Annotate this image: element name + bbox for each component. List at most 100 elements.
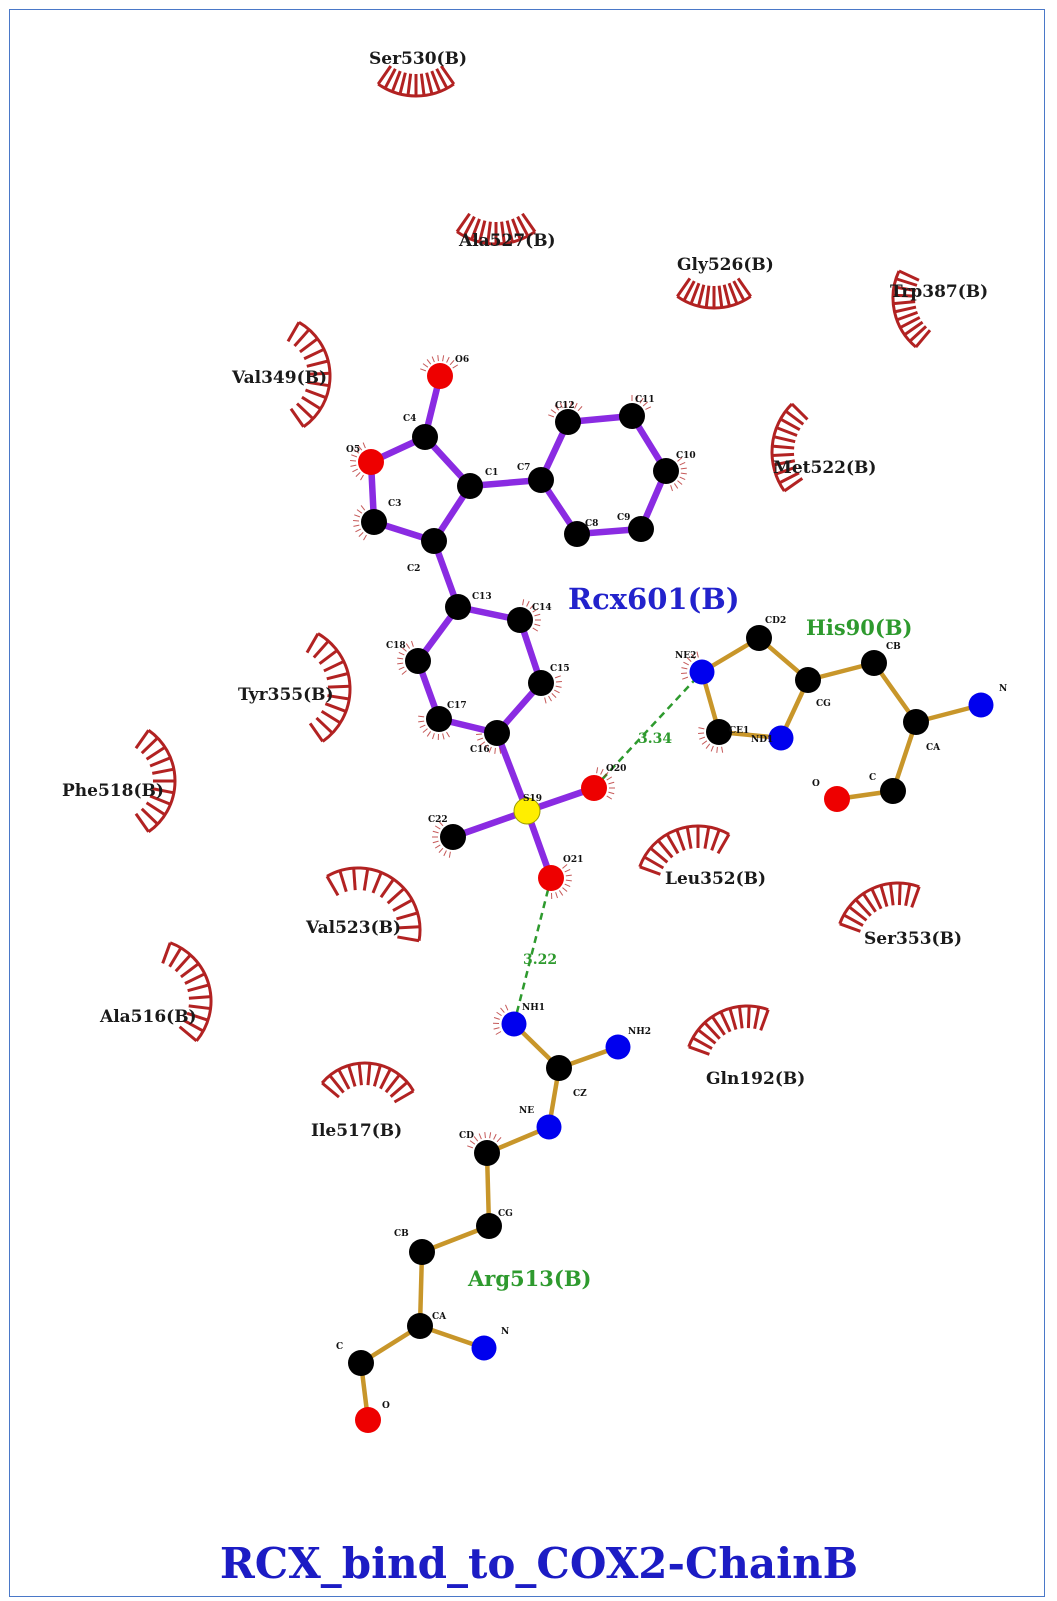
residue-his90b-atom-o xyxy=(824,786,850,812)
contact-spike xyxy=(304,388,327,400)
contact-spike xyxy=(704,285,711,308)
contact-spike xyxy=(347,1065,357,1087)
contact-spike xyxy=(732,280,746,302)
contact-spike xyxy=(187,983,210,993)
contact-starburst xyxy=(631,395,652,410)
contact-spike xyxy=(898,269,920,282)
ligand-atom-s19-label: S19 xyxy=(523,794,542,804)
contact-spike xyxy=(486,221,492,244)
contact-val349b xyxy=(286,321,332,429)
contact-spike xyxy=(879,884,889,907)
contact-spike xyxy=(327,684,351,689)
contact-spike xyxy=(180,962,200,979)
contact-spike xyxy=(790,402,809,421)
contact-starburst xyxy=(698,727,724,753)
contact-spike xyxy=(773,435,796,444)
ligand-atom-c11 xyxy=(619,403,645,429)
residue-his90b-atom-ce1 xyxy=(706,719,732,745)
contact-spike xyxy=(430,70,442,93)
contact-label-gln192b: Gln192(B) xyxy=(706,1069,805,1089)
residue-his90b-atom-o-label: O xyxy=(812,779,820,789)
contact-spike xyxy=(455,212,471,233)
ligand-atom-c14-label: C14 xyxy=(532,603,552,613)
residue-his90b-atom-cd2 xyxy=(746,625,772,651)
contact-spike xyxy=(722,284,731,307)
hbond-line-0 xyxy=(593,671,703,789)
contact-spike xyxy=(425,72,434,95)
contact-spike xyxy=(643,855,665,870)
contact-spike xyxy=(462,215,476,237)
contact-spike xyxy=(697,284,706,307)
contact-spike xyxy=(168,947,183,968)
residue-his90b-atom-ce1-label: CE1 xyxy=(729,726,749,736)
residue-his90b-atom-ca xyxy=(903,709,929,735)
contact-met522b xyxy=(770,402,809,493)
contact-spike xyxy=(307,371,331,376)
contact-spike xyxy=(894,305,917,314)
contact-spike xyxy=(406,73,413,96)
hbond-line-1 xyxy=(512,877,553,1025)
contact-spike xyxy=(379,1068,392,1090)
contact-spike xyxy=(366,1063,372,1086)
contact-spike xyxy=(505,220,514,243)
residue-his90b-atom-ca-label: CA xyxy=(926,743,941,753)
contact-ser353b xyxy=(838,881,921,933)
contact-starburst xyxy=(492,1004,509,1035)
ligand-atom-c8-label: C8 xyxy=(585,519,598,529)
contact-spike xyxy=(145,745,166,761)
contact-starburst xyxy=(418,715,450,741)
contact-spike xyxy=(178,1025,198,1043)
contact-spike xyxy=(899,316,921,329)
residue-his90b-atom-n xyxy=(968,692,994,718)
contact-spike xyxy=(711,1015,726,1036)
contact-spike xyxy=(772,444,795,450)
residue-his90b-atom-nd1-label: ND1 xyxy=(751,735,773,745)
contact-label-val349b: Val349(B) xyxy=(231,368,327,388)
contact-spike xyxy=(174,953,192,973)
contact-spike xyxy=(305,632,320,654)
ligand-atom-o20-label: O20 xyxy=(606,764,626,774)
residue-his90b-atom-ne2-label: NE2 xyxy=(675,651,696,661)
contact-spike xyxy=(862,892,877,913)
contact-spike xyxy=(893,300,916,306)
contact-spike xyxy=(318,649,339,665)
contact-spike xyxy=(784,409,805,426)
contact-spike xyxy=(478,220,487,243)
contact-spike xyxy=(772,459,796,467)
ligand-atom-c4-label: C4 xyxy=(403,414,416,424)
contact-spike xyxy=(389,1081,409,1098)
contact-spike xyxy=(315,716,334,735)
contact-spike xyxy=(161,942,172,964)
contact-spike xyxy=(435,68,449,89)
contact-spike xyxy=(323,660,345,673)
residue-arg513b-atom-cg xyxy=(476,1213,502,1239)
contact-label-tyr355b: Tyr355(B) xyxy=(238,685,334,705)
residue-label-his90: His90(B) xyxy=(806,615,913,640)
ligand-atom-c4 xyxy=(412,424,438,450)
contact-tyr355b xyxy=(305,632,352,743)
ligand-atom-c16-label: C16 xyxy=(470,745,490,755)
contact-spike xyxy=(779,417,801,432)
residue-arg513b-atom-ca-label: CA xyxy=(432,1312,447,1322)
contact-spike xyxy=(308,722,324,743)
residue-arg513b-atom-nh1-label: NH1 xyxy=(522,1003,545,1013)
contact-spike xyxy=(511,218,522,241)
residue-arg513b-atom-c xyxy=(348,1350,374,1376)
residue-arg513b-atom-nh1 xyxy=(501,1011,527,1037)
contact-spike xyxy=(392,898,413,912)
contact-spike xyxy=(685,826,693,849)
contact-spike xyxy=(728,1007,738,1030)
contact-arc xyxy=(326,866,422,942)
ligand-atom-c1-label: C1 xyxy=(485,468,498,478)
contact-spike xyxy=(516,215,530,237)
contact-starburst xyxy=(670,457,687,492)
contact-spike xyxy=(337,1068,351,1090)
residue-his90b-atom-cb-label: CB xyxy=(886,642,901,652)
contact-spike xyxy=(183,1019,204,1033)
contact-spike xyxy=(149,756,172,768)
ligand-atom-o6-label: O6 xyxy=(455,355,469,365)
ligand-atom-c13-label: C13 xyxy=(472,592,492,602)
ligand-atom-o5-label: O5 xyxy=(346,445,360,455)
contact-spike xyxy=(910,886,921,908)
contact-spike xyxy=(656,839,674,859)
